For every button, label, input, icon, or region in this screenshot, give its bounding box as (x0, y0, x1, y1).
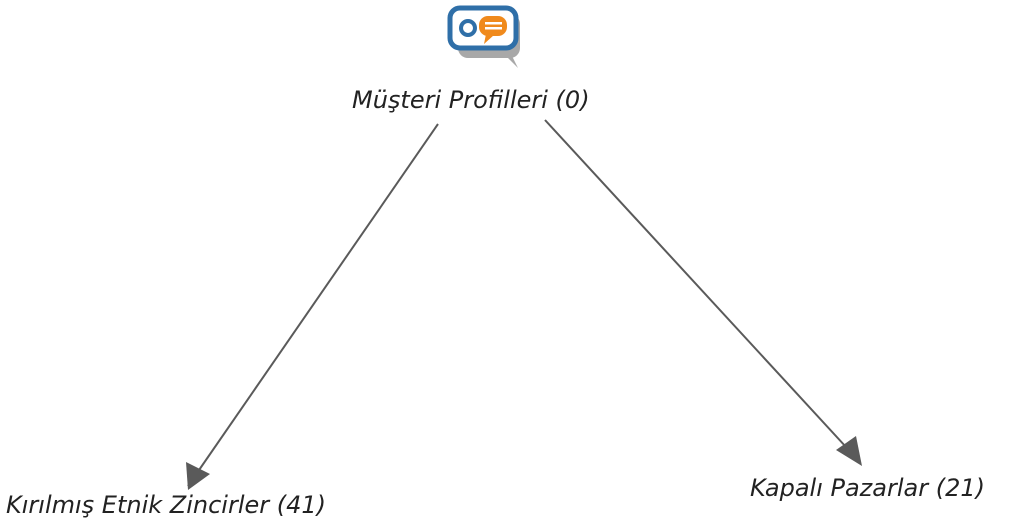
root-node-label[interactable]: Müşteri Profilleri (0) (352, 86, 590, 114)
icon-bubble-tail (484, 34, 494, 44)
edge-root-to-kirilmis (187, 123, 439, 487)
chat-profile-icon[interactable] (446, 2, 530, 72)
child-node-label-kirilmis[interactable]: Kırılmış Etnik Zincirler (41) (6, 491, 327, 519)
child-node-label-kapali[interactable]: Kapalı Pazarlar (21) (750, 474, 985, 502)
icon-circle (459, 19, 477, 37)
icon-bubble (479, 16, 507, 36)
edge-root-to-kapali (544, 119, 859, 461)
arrowhead-right (836, 436, 862, 466)
icon-shadow-tail (504, 52, 518, 68)
arrowhead-left (186, 462, 210, 490)
